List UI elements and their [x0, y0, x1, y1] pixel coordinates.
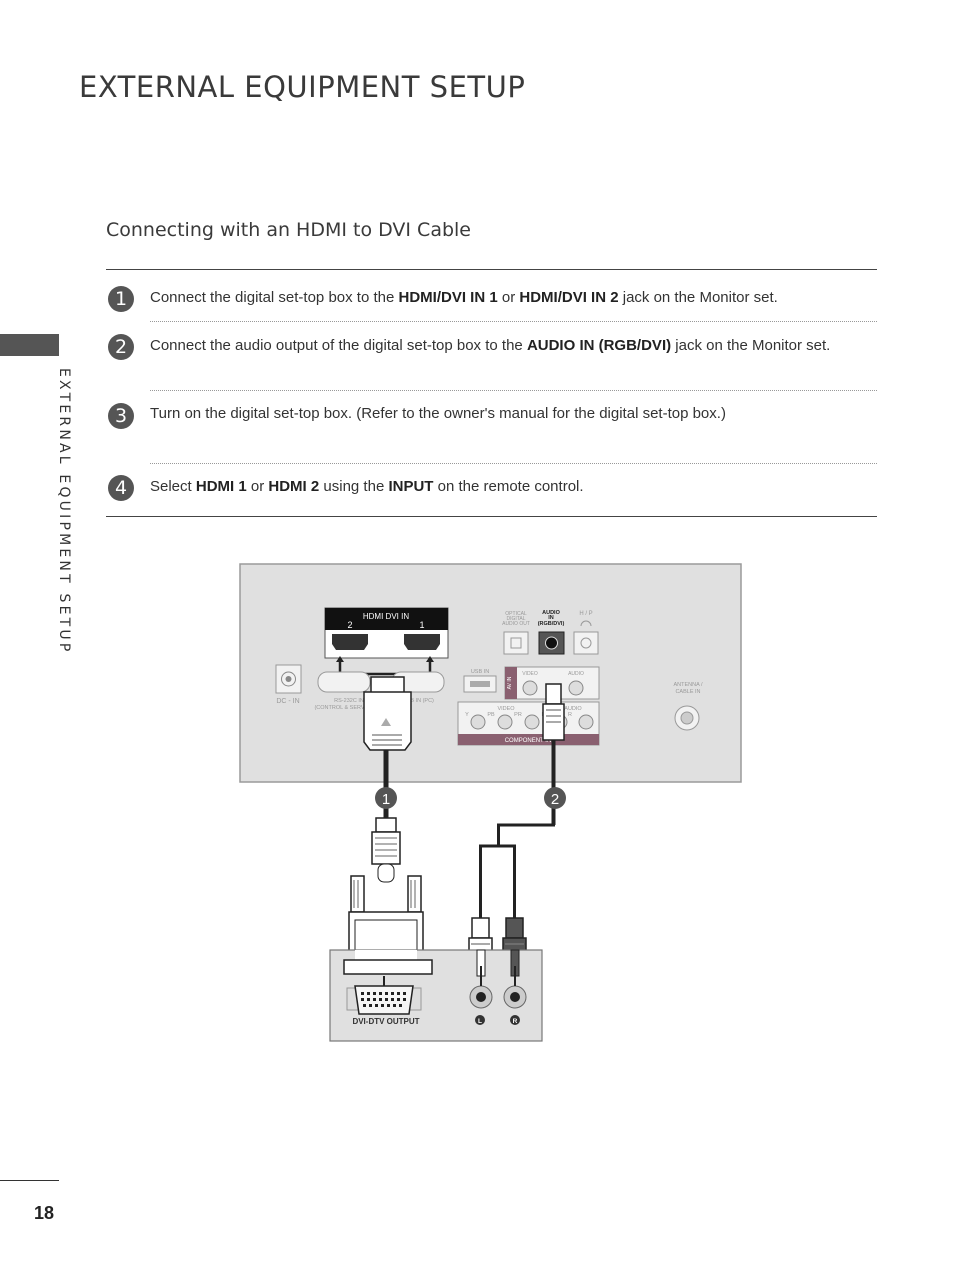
page-title: EXTERNAL EQUIPMENT SETUP: [79, 70, 526, 104]
svg-text:RS-232C IN: RS-232C IN: [334, 698, 364, 704]
svg-text:VIDEO: VIDEO: [522, 671, 538, 677]
monitor-rear-panel: [239, 563, 742, 783]
svg-text:AUDIO OUT: AUDIO OUT: [502, 621, 530, 627]
dc-in-port: [275, 664, 302, 694]
svg-text:AUDIO: AUDIO: [542, 610, 560, 616]
page-number: 18: [34, 1203, 55, 1223]
hdmi-route-arrows: [338, 660, 432, 676]
rca-plug-right: [505, 917, 524, 939]
svg-text:OPTICAL: OPTICAL: [505, 611, 527, 617]
step-number-2: 2: [108, 334, 134, 360]
step-4-text: Select HDMI 1 or HDMI 2 using the INPUT …: [150, 478, 584, 495]
svg-text:AUDIO: AUDIO: [568, 671, 584, 677]
audio-out-l-label: L: [478, 1018, 482, 1025]
svg-text:PB: PB: [487, 712, 495, 718]
svg-text:2: 2: [551, 791, 559, 808]
footer-rule: [0, 1180, 59, 1181]
step-1-text: Connect the digital set-top box to the H…: [150, 289, 778, 306]
hdmi-dvi-in-label: HDMI DVI IN: [363, 612, 409, 621]
svg-text:IN: IN: [548, 615, 554, 621]
hdmi-label-bar: [325, 608, 448, 630]
svg-text:RGB IN (PC): RGB IN (PC): [402, 698, 434, 704]
svg-text:DIGITAL: DIGITAL: [506, 616, 525, 622]
svg-text:AUDIO: AUDIO: [564, 706, 582, 712]
hdmi-port-2-label: 2: [347, 620, 352, 630]
svg-text:ANTENNA /: ANTENNA /: [673, 682, 703, 688]
svg-text:R: R: [568, 712, 572, 718]
dvi-dtv-output-label: DVI-DTV OUTPUT: [352, 1017, 419, 1026]
rca-plug-left: [471, 917, 490, 939]
callout-1: [375, 787, 397, 809]
step-number-3: 3: [108, 403, 134, 429]
step-2-text: Connect the audio output of the digital …: [150, 337, 831, 354]
svg-text:CABLE IN: CABLE IN: [675, 689, 700, 695]
rs232c-port: [317, 671, 371, 693]
svg-text:(RGB/DVI): (RGB/DVI): [538, 621, 565, 627]
step-divider: [150, 321, 877, 322]
dc-in-label: DC - IN: [276, 698, 299, 705]
steps-list: 1 Connect the digital set-top box to the…: [106, 269, 877, 517]
side-tab-marker: [0, 334, 59, 356]
svg-text:(CONTROL & SERVICE): (CONTROL & SERVICE): [314, 705, 375, 711]
hdmi-port-1-label: 1: [419, 620, 424, 630]
headphone-port: [573, 631, 599, 655]
svg-text:AV IN: AV IN: [507, 676, 513, 689]
svg-text:USB IN: USB IN: [471, 669, 489, 675]
step-divider: [150, 390, 877, 391]
audio-out-r-label: R: [513, 1018, 518, 1025]
svg-text:H / P: H / P: [579, 611, 592, 617]
step-divider: [150, 463, 877, 464]
svg-text:Y: Y: [465, 712, 469, 718]
audio-plug-head: [545, 683, 562, 705]
side-section-label: EXTERNAL EQUIPMENT SETUP: [56, 368, 72, 655]
svg-text:1: 1: [382, 791, 390, 808]
hdmi-port-2: [332, 634, 368, 650]
svg-text:VIDEO: VIDEO: [497, 706, 515, 712]
step-number-1: 1: [108, 286, 134, 312]
hdmi-port-1: [404, 634, 440, 650]
callout-2: [544, 787, 566, 809]
section-title: Connecting with an HDMI to DVI Cable: [106, 219, 471, 241]
optical-out-port: [503, 631, 529, 655]
step-3-text: Turn on the digital set-top box. (Refer …: [150, 405, 726, 422]
step-number-4: 4: [108, 475, 134, 501]
svg-text:COMPONENT IN: COMPONENT IN: [505, 738, 552, 744]
svg-text:PR: PR: [514, 712, 522, 718]
